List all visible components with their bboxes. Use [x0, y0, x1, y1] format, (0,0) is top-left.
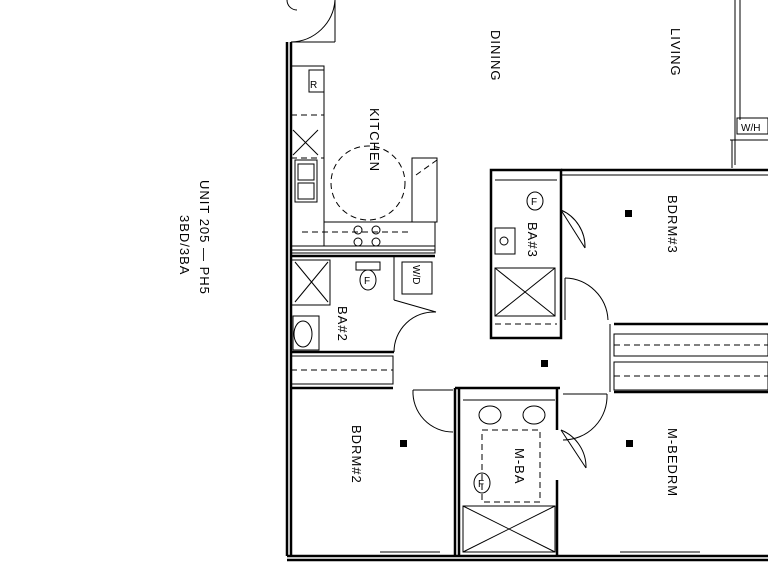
unit-subtitle: 3BD/3BA: [177, 215, 192, 275]
smoke-detectors: [400, 210, 633, 447]
toilet-mba-label: F: [478, 479, 484, 490]
unit-title: UNIT 205 — PH5: [197, 180, 212, 295]
toilet-ba2-label: F: [364, 276, 370, 287]
unit-title-block: UNIT 205 — PH5 3BD/3BA: [177, 180, 212, 295]
washer-dryer-label: W/D: [410, 265, 421, 284]
mba-label: M-BA: [512, 448, 527, 485]
bdrm2-label: BDRM#2: [349, 425, 364, 484]
dining-label: DINING: [488, 30, 503, 82]
water-heater-closet: W/H: [730, 117, 768, 168]
master-bath: F M-BA: [462, 399, 556, 553]
bdrm3-label: BDRM#3: [665, 195, 680, 254]
refrigerator-label: R: [310, 80, 317, 91]
living-label: LIVING: [668, 28, 683, 77]
entry-door: [286, 0, 336, 43]
interior-walls: W/D: [290, 168, 768, 556]
water-heater-label: W/H: [741, 123, 760, 134]
toilet-ba3-label: F: [531, 197, 537, 208]
mbedrm-label: M-BEDRM: [665, 428, 680, 497]
bath-2: F BA#2: [290, 259, 381, 351]
ba2-label: BA#2: [335, 306, 350, 342]
kitchen-label: KITCHEN: [367, 108, 382, 172]
kitchen: R KITCHEN: [290, 65, 438, 254]
bath-3: F BA#3: [494, 191, 544, 258]
ba3-label: BA#3: [525, 222, 540, 258]
